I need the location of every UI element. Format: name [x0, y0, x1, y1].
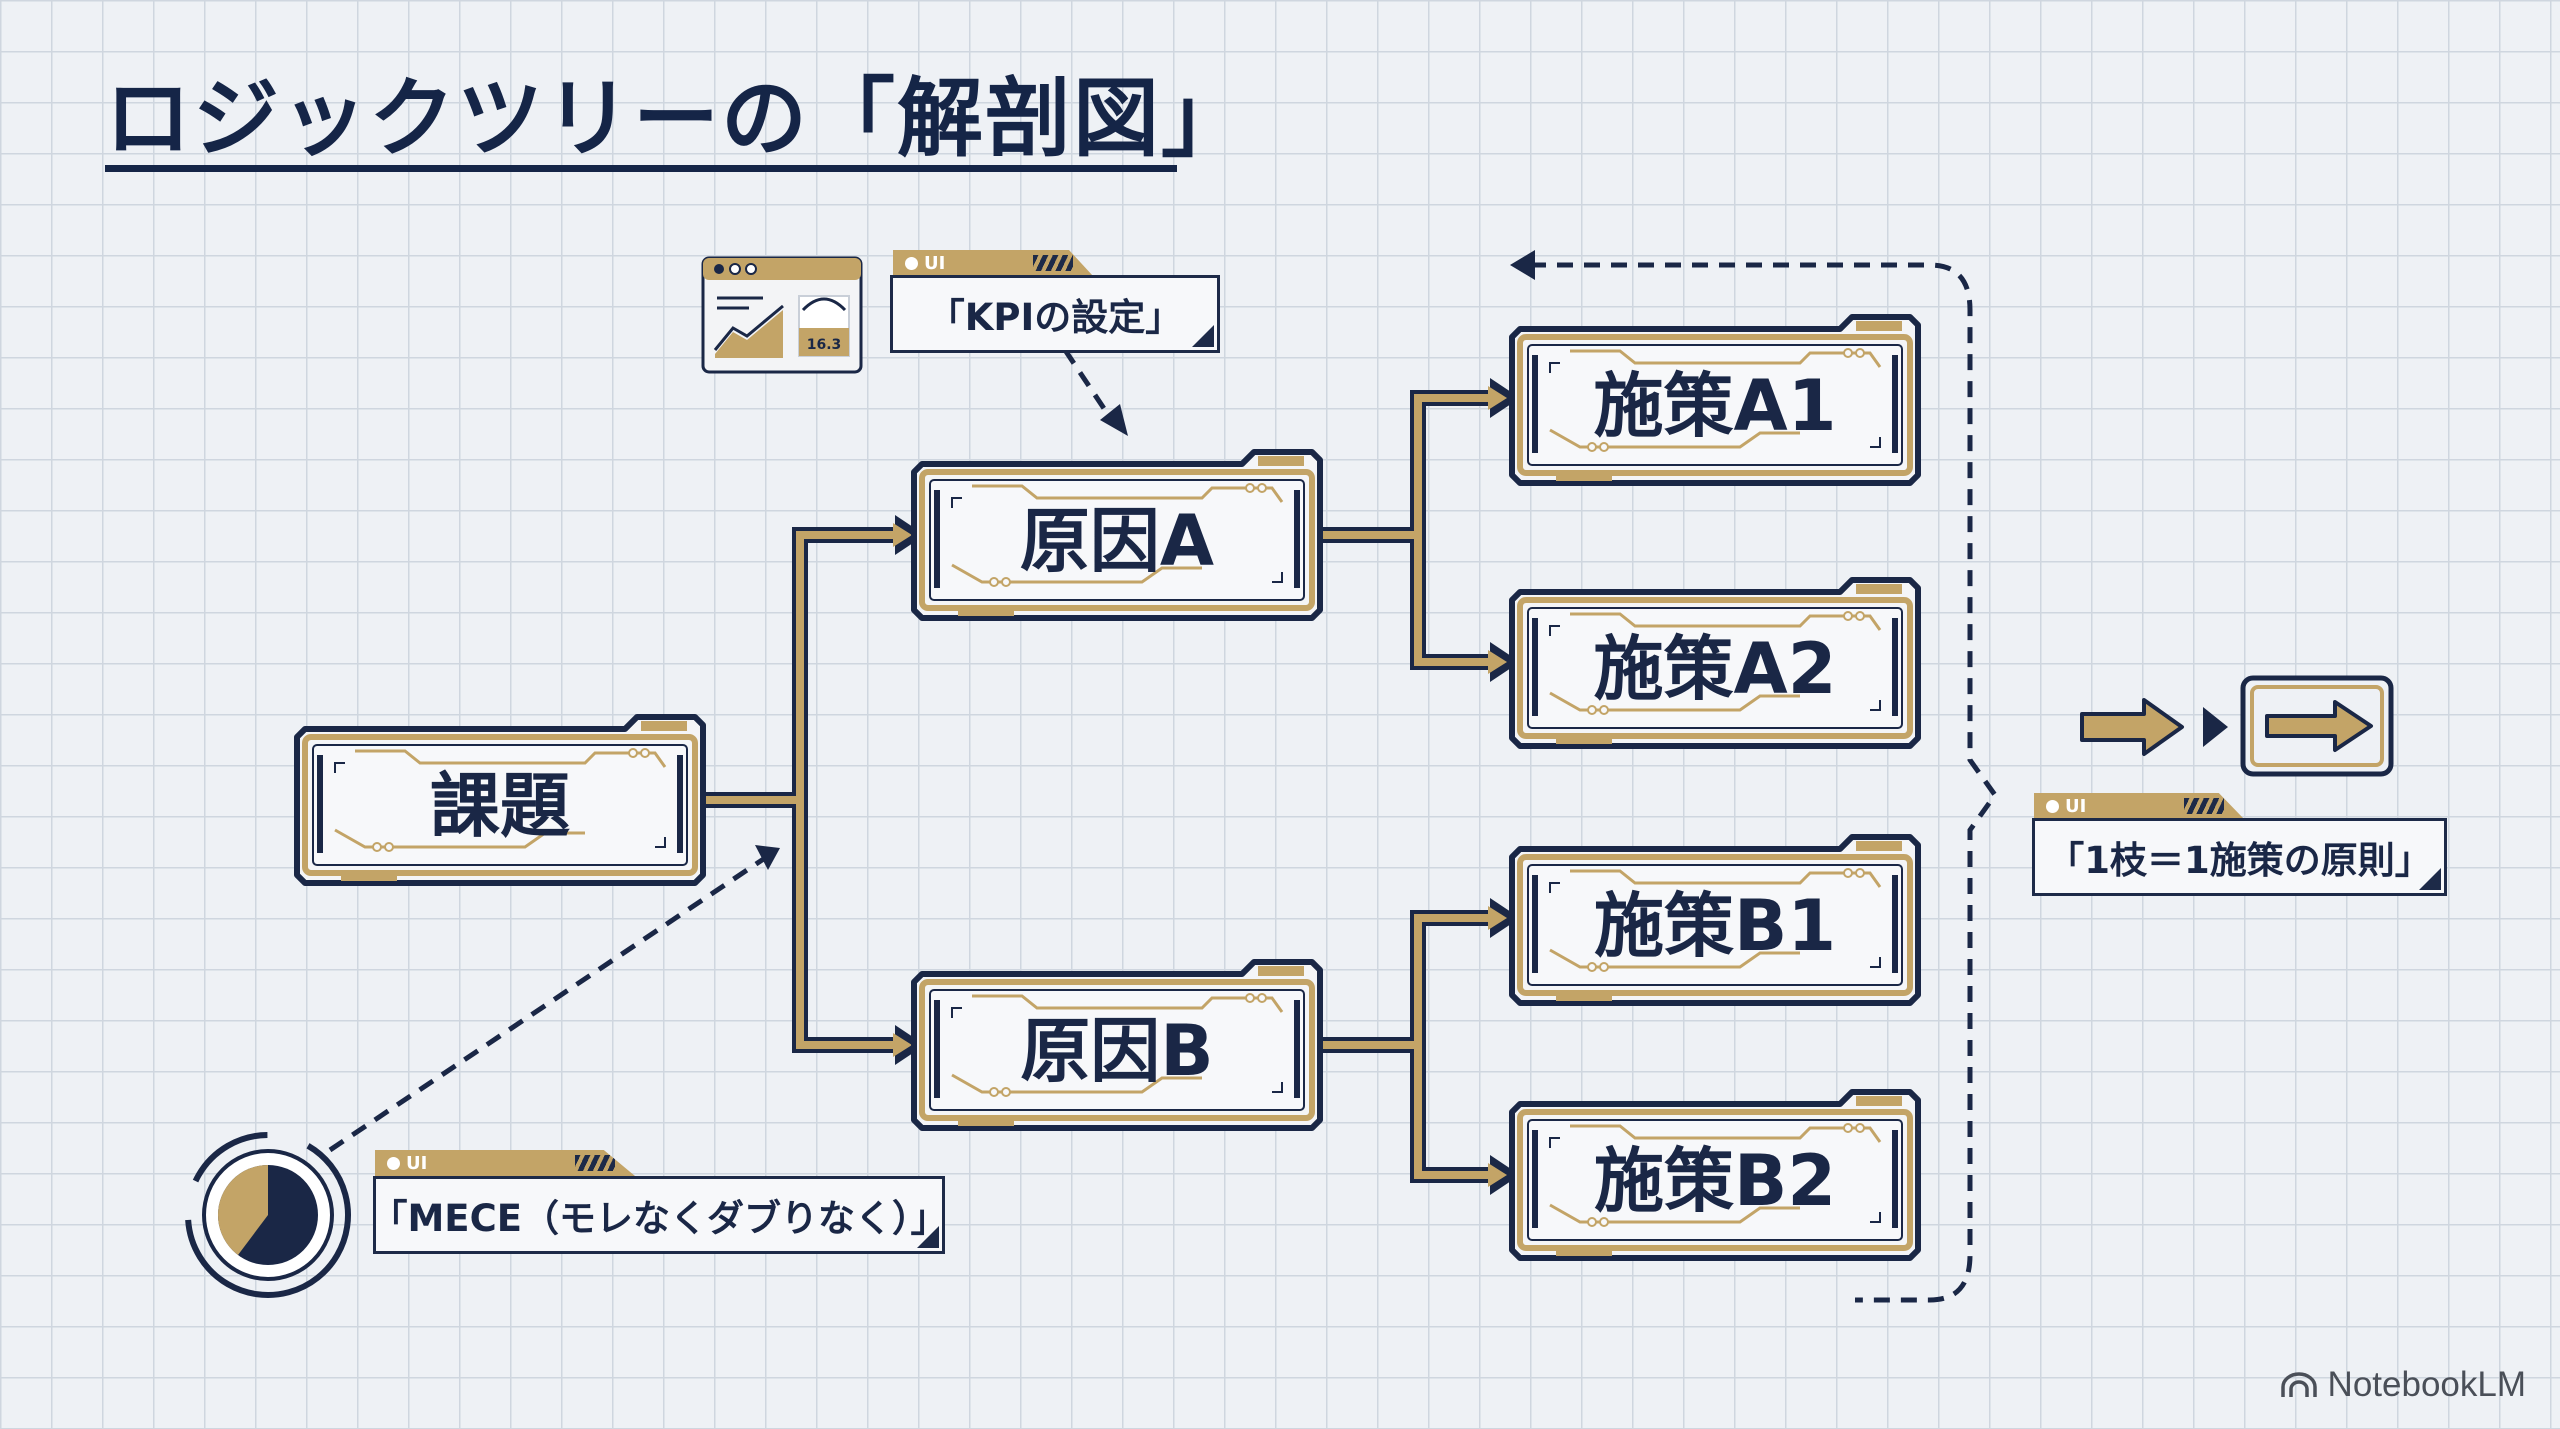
- frame-measure-b1: [1509, 834, 1921, 1006]
- title-underline: [105, 165, 1177, 172]
- tree-connectors: [692, 378, 1520, 1195]
- frame-measure-a2: [1509, 577, 1921, 749]
- principle-callout-text: 「1枝＝1施策の原則」: [2047, 839, 2432, 882]
- node-measure-a1: 施策A1: [1593, 364, 1837, 447]
- tab-dot-icon: [905, 256, 918, 270]
- node-root: 課題: [430, 764, 570, 847]
- notebooklm-logo-icon: [2280, 1372, 2317, 1397]
- dashboard-chart-icon: 16.3: [701, 256, 863, 374]
- kpi-callout: 「KPIの設定」: [890, 275, 1220, 353]
- kpi-value: 16.3: [807, 337, 842, 353]
- page-title: ロジックツリーの「解剖図」: [105, 69, 1249, 169]
- principle-callout-tab: UI: [2034, 793, 2244, 819]
- node-frames: [294, 314, 1921, 1261]
- frame-cause-b: [911, 959, 1323, 1131]
- pie-chart-icon: [185, 1132, 351, 1298]
- tab-dot-icon: [2046, 799, 2059, 813]
- tab-dot-icon: [387, 1156, 400, 1170]
- mece-callout-tab: UI: [375, 1150, 635, 1176]
- kpi-callout-text: 「KPIの設定」: [927, 296, 1183, 339]
- node-cause-a: 原因A: [1019, 499, 1215, 582]
- node-measure-b2: 施策B2: [1593, 1139, 1837, 1222]
- frame-measure-a1: [1509, 314, 1921, 486]
- mece-callout: 「MECE（モレなくダブりなく）」: [370, 1176, 948, 1254]
- frame-measure-b2: [1509, 1089, 1921, 1261]
- mece-callout-text: 「MECE（モレなくダブりなく）」: [370, 1197, 948, 1240]
- frame-cause-a: [911, 449, 1323, 621]
- principle-callout: 「1枝＝1施策の原則」: [2032, 818, 2447, 896]
- node-measure-b1: 施策B1: [1593, 884, 1837, 967]
- arrow-right-icon: [2080, 698, 2184, 756]
- frame-root: [294, 714, 706, 886]
- kpi-callout-tab: UI: [893, 250, 1093, 276]
- notebooklm-watermark: NotebookLM: [2280, 1365, 2526, 1405]
- node-cause-b: 原因B: [1020, 1009, 1214, 1092]
- watermark-text: NotebookLM: [2327, 1365, 2526, 1404]
- play-triangle-icon: [2203, 707, 2228, 747]
- framed-arrow-icon: [2240, 675, 2394, 777]
- node-measure-a2: 施策A2: [1593, 627, 1837, 710]
- annotation-dashes: [328, 262, 1999, 1303]
